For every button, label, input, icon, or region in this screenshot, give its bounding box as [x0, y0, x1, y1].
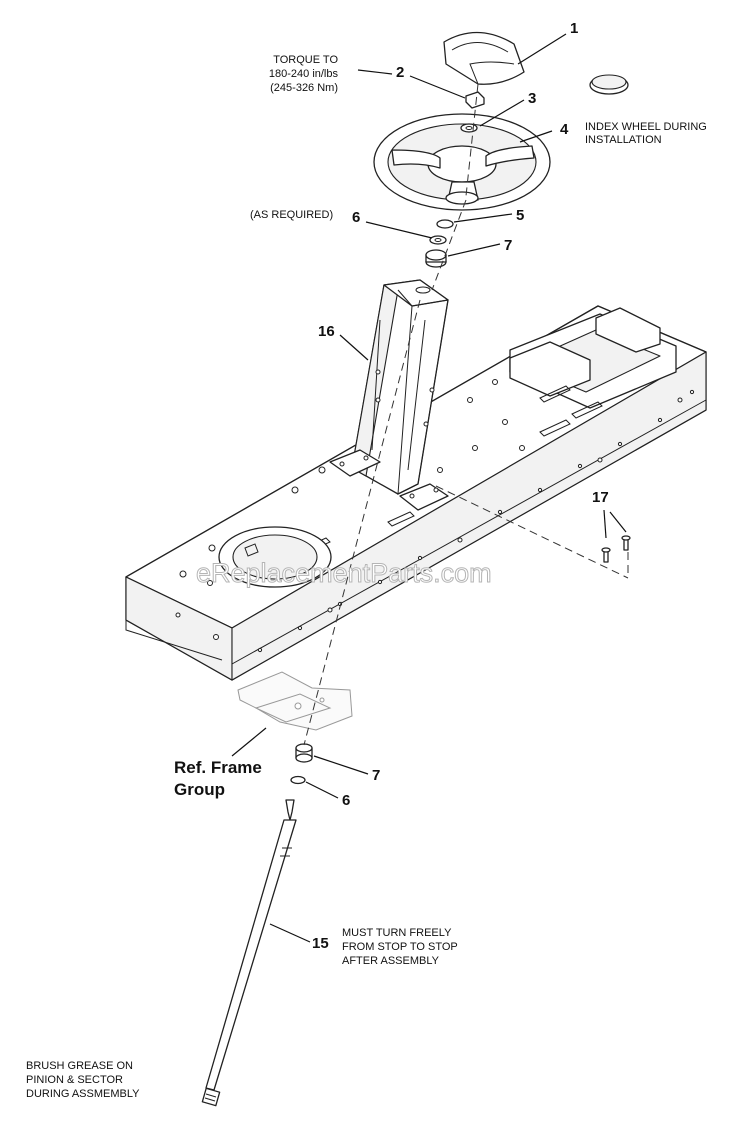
callout-7-bottom: 7	[372, 767, 380, 784]
must-turn-note-line-1: MUST TURN FREELY	[342, 927, 452, 939]
callout-6-top: 6	[352, 209, 360, 226]
index-wheel-note-line-2: INSTALLATION	[585, 134, 662, 146]
as-required-note: (AS REQUIRED)	[250, 209, 333, 221]
callout-16: 16	[318, 323, 335, 340]
callout-5: 5	[516, 207, 524, 224]
watermark: eReplacementParts.com	[196, 558, 492, 588]
index-wheel-note-line-1: INDEX WHEEL DURING	[585, 121, 707, 133]
callout-1: 1	[570, 20, 578, 37]
must-turn-note-line-3: AFTER ASSEMBLY	[342, 955, 440, 967]
callout-3: 3	[528, 90, 536, 107]
spacer-washer-top	[429, 235, 447, 245]
assembly-centerlines	[303, 83, 629, 746]
ref-frame-label-line-2: Group	[174, 780, 225, 799]
torque-note-line-2: 180-240 in/lbs	[269, 68, 339, 80]
steering-cap-insert	[589, 74, 629, 95]
torque-note-line-3: (245-326 Nm)	[270, 82, 338, 94]
steering-shaft	[201, 799, 297, 1107]
locknut	[465, 91, 485, 109]
brush-grease-note-line-1: BRUSH GREASE ON	[26, 1060, 133, 1072]
callout-2: 2	[396, 64, 404, 81]
index-wheel-note: INDEX WHEEL DURING INSTALLATION	[585, 121, 707, 146]
frame-side-rivets	[257, 389, 695, 653]
bolts	[601, 535, 631, 563]
ref-frame-group-label: Ref. Frame Group	[174, 758, 262, 799]
bushing-top	[425, 249, 447, 268]
bushing-bottom	[295, 743, 313, 763]
callout-17: 17	[592, 489, 609, 506]
callout-15: 15	[312, 935, 329, 952]
ref-frame-label-line-1: Ref. Frame	[174, 758, 262, 777]
callout-numbers: 1 2 3 4 5 6 7 16 17 7 6 15	[312, 20, 609, 952]
must-turn-note-line-2: FROM STOP TO STOP	[342, 941, 458, 953]
torque-note: TORQUE TO 180-240 in/lbs (245-326 Nm)	[269, 54, 339, 94]
must-turn-note: MUST TURN FREELY FROM STOP TO STOP AFTER…	[342, 927, 458, 967]
spacer-washer-bottom	[290, 775, 306, 785]
brush-grease-note-line-2: PINION & SECTOR	[26, 1074, 123, 1086]
callout-6-bottom: 6	[342, 792, 350, 809]
steering-cap	[443, 31, 525, 85]
callout-4: 4	[560, 121, 569, 138]
callout-7-top: 7	[504, 237, 512, 254]
leader-lines	[231, 33, 627, 943]
flat-washer	[460, 123, 478, 133]
brush-grease-note-line-3: DURING ASSMEMBLY	[26, 1088, 140, 1100]
spring-washer	[436, 219, 454, 229]
ref-frame-bracket	[237, 671, 353, 731]
steering-wheel	[373, 113, 551, 211]
brush-grease-note: BRUSH GREASE ON PINION & SECTOR DURING A…	[26, 1060, 140, 1100]
steering-support-column	[329, 279, 449, 511]
torque-note-line-1: TORQUE TO	[273, 54, 338, 66]
